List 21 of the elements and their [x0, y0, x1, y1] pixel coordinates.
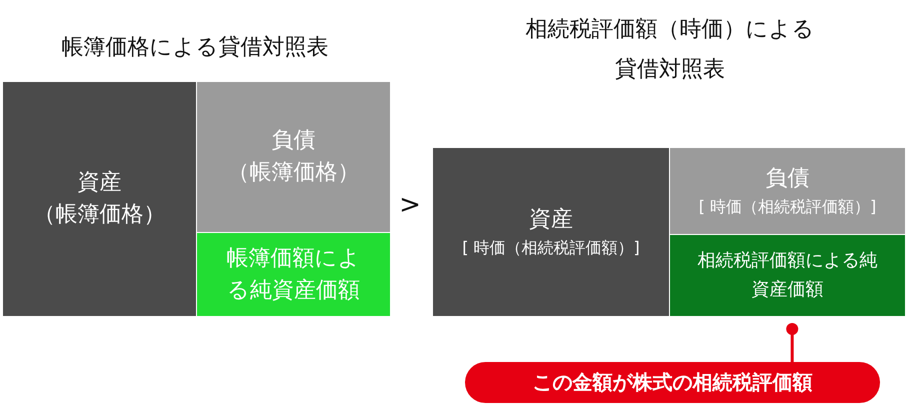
chart-title: 相続税評価額（時価）による貸借対照表: [524, 16, 816, 84]
liability-block: [197, 82, 390, 232]
block-text: [ 時価（相続税評価額）]: [698, 196, 876, 218]
block-text: 帳簿価額による純資産価額: [226, 244, 362, 304]
net-assets-block: [197, 233, 390, 316]
net-assets-block: [670, 235, 905, 316]
block-text: （帳簿価格）: [228, 159, 360, 187]
block-heading: 資産: [529, 206, 573, 234]
block-text: 相続税評価額による純資産価額: [696, 248, 878, 302]
callout-pill: [465, 362, 880, 403]
block-text: [ 時価（相続税評価額）]: [462, 237, 640, 260]
asset-block: [3, 82, 196, 316]
block-text: この金額が株式の相続税評価額: [532, 369, 812, 396]
block-heading: 資産: [78, 169, 122, 198]
block-heading: 負債: [272, 127, 316, 156]
asset-block: [433, 148, 669, 316]
block-text: （帳簿価格）: [34, 201, 166, 229]
liability-block: [670, 148, 905, 234]
chart-title: 帳簿価格による貸借対照表: [60, 34, 330, 62]
greater-than-sign: >: [398, 189, 422, 222]
block-heading: 負債: [766, 165, 810, 194]
